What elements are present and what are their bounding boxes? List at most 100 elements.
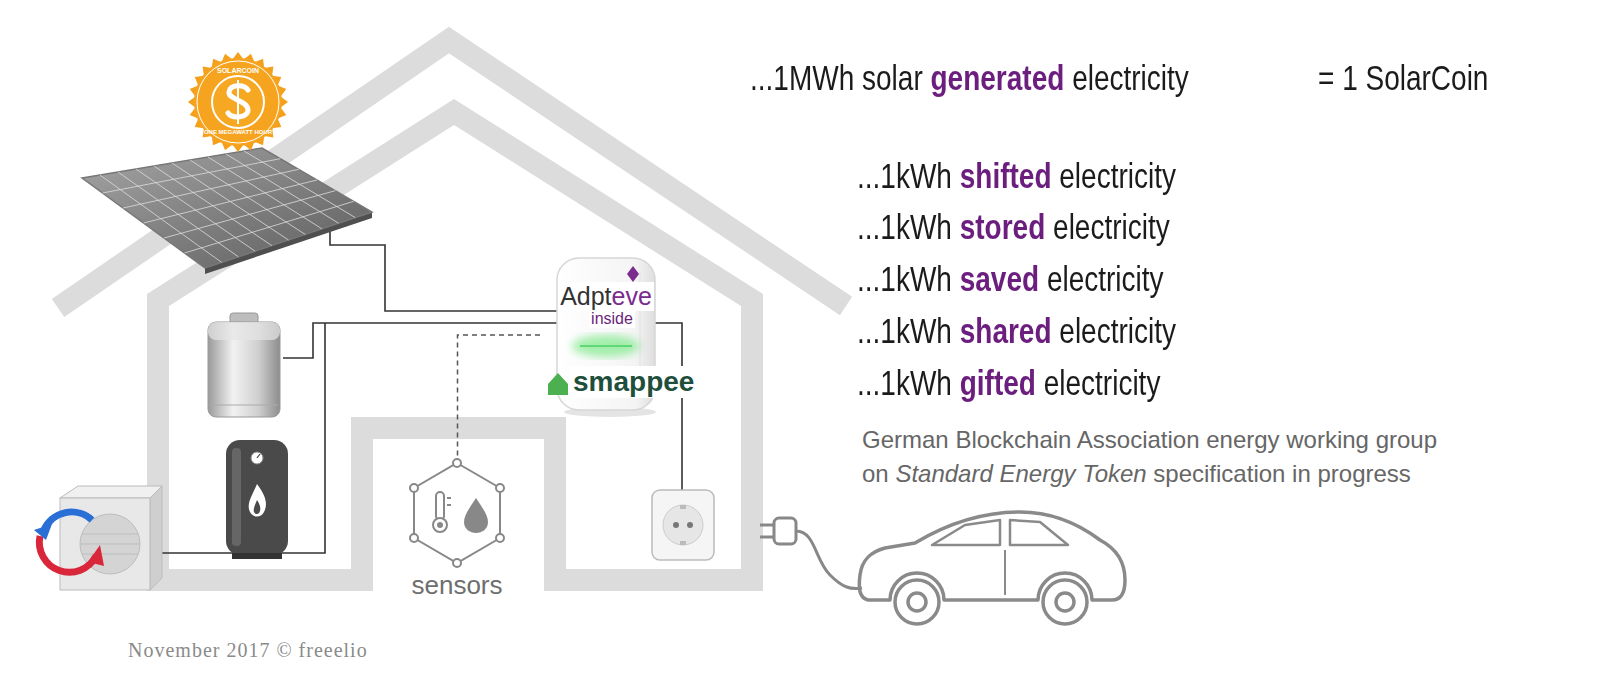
battery	[208, 313, 280, 417]
sensor-icon	[447, 497, 451, 499]
sensor-icon	[433, 518, 447, 532]
text-run: electricity	[1059, 311, 1176, 350]
power-wire	[655, 323, 682, 490]
charging-plug	[760, 524, 774, 527]
sensor-icon	[496, 534, 504, 542]
token-rule: ...1MWh solar generated electricity	[750, 58, 1189, 98]
water-heater	[226, 440, 288, 559]
heat-pump	[82, 554, 138, 555]
heat-pump	[60, 486, 162, 498]
token-rule: ...1kWh stored electricity	[857, 207, 1170, 247]
battery	[208, 322, 280, 417]
copyright-note: November 2017 © freeelio	[128, 638, 368, 662]
charging-plug	[796, 531, 862, 589]
water-heater	[249, 484, 266, 517]
token-value: = 1 SolarCoin	[1318, 58, 1488, 98]
text-run: Token	[1082, 460, 1147, 487]
panel-grid	[103, 159, 281, 193]
charging-plug	[774, 518, 796, 544]
heat-pump	[39, 536, 96, 572]
text-run: in	[1292, 460, 1311, 487]
note-text: German Blockchain Association energy wor…	[862, 423, 1437, 491]
node-label: sensors	[411, 570, 502, 600]
wall-socket	[680, 505, 686, 509]
text-run: ...1kWh	[857, 259, 952, 298]
house-outline	[58, 40, 846, 308]
text-run: specification	[1153, 460, 1285, 487]
heat-pump	[44, 512, 92, 530]
brand-name: Adpteve	[558, 282, 654, 311]
wall-socket	[680, 541, 686, 545]
text-run: stored	[960, 207, 1046, 246]
water-heater	[254, 500, 261, 514]
brand-tag: inside	[589, 310, 635, 328]
panel-grid	[164, 191, 335, 238]
panel-grid	[144, 180, 318, 223]
text-run: generated	[931, 58, 1065, 97]
sensor-icon	[414, 463, 500, 563]
power-wire	[150, 323, 325, 553]
smart-meter-device	[627, 266, 639, 282]
electric-car	[859, 512, 1125, 624]
text-run: progress	[1317, 460, 1410, 487]
smart-meter-device	[548, 373, 568, 395]
water-heater	[251, 452, 263, 464]
text-run: Standard	[895, 460, 992, 487]
panel-grid	[123, 169, 299, 208]
solarcoin-logo	[237, 80, 239, 124]
battery	[208, 322, 280, 340]
panel-grid	[185, 201, 354, 253]
text-run: ...1kWh	[857, 363, 952, 402]
text-run: electricity	[1072, 58, 1189, 97]
sensor-icon	[453, 559, 461, 567]
text-run: German	[862, 426, 949, 453]
solarcoin-logo	[212, 76, 264, 128]
solarcoin-logo	[188, 52, 288, 152]
water-heater	[232, 448, 241, 546]
text-run: shifted	[960, 156, 1052, 195]
electric-car	[932, 520, 1000, 545]
charging-plug	[760, 536, 774, 539]
text-run: on	[862, 460, 889, 487]
heat-pump	[150, 486, 162, 590]
text-run: ...1kWh	[857, 156, 952, 195]
electric-car	[1043, 580, 1087, 624]
logo-text: ONE MEGAWATT HOUR	[204, 129, 272, 136]
dashed-connector	[458, 335, 541, 458]
water-heater	[257, 454, 260, 458]
text-run: solar	[862, 58, 923, 97]
solar-panel	[82, 148, 372, 268]
wall-socket	[652, 490, 714, 560]
text-run: shared	[960, 311, 1052, 350]
sensor-icon	[453, 459, 461, 467]
sensor-icon	[447, 504, 451, 506]
token-rule: ...1kWh gifted electricity	[857, 363, 1160, 403]
text-run: eve	[612, 282, 652, 310]
solar-panel	[82, 148, 372, 274]
heat-pump	[34, 524, 52, 540]
electric-car	[1010, 520, 1068, 545]
text-run: electricity	[1047, 259, 1164, 298]
text-run: energy	[1206, 426, 1279, 453]
text-run: electricity	[1053, 207, 1170, 246]
heat-pump	[82, 534, 138, 535]
smart-meter-node: Adpteveinside smappee	[540, 250, 701, 412]
dashed-connector	[458, 335, 541, 458]
heat-pump	[88, 545, 104, 566]
sensor-icon	[437, 522, 443, 528]
power-wire	[330, 226, 557, 311]
text-run: ...1kWh	[857, 311, 952, 350]
wall-socket	[652, 490, 714, 560]
charging-plug	[760, 518, 862, 589]
brand-name: smappee	[570, 366, 697, 398]
text-run: group	[1376, 426, 1437, 453]
sensor-icon	[410, 459, 504, 567]
sensor-icon	[436, 492, 444, 520]
text-run: gifted	[960, 363, 1036, 402]
text-run: saved	[960, 259, 1039, 298]
electric-car	[908, 593, 926, 611]
text-run: working	[1286, 426, 1369, 453]
